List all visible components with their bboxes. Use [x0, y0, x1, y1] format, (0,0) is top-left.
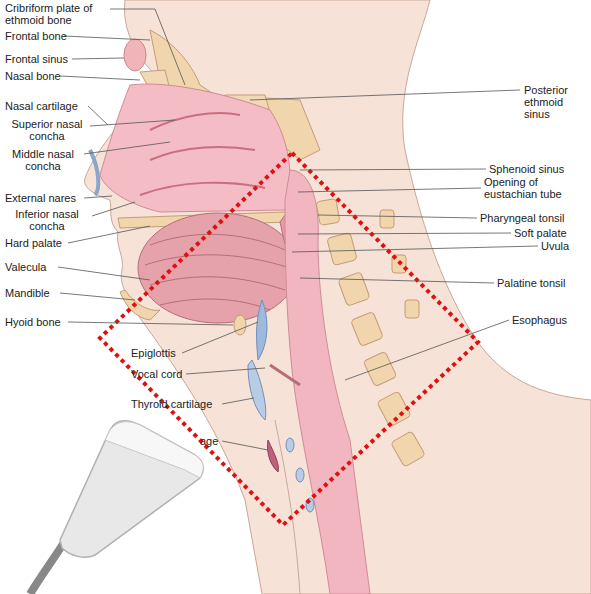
- part-label: Hyoid bone: [5, 316, 61, 328]
- part-label: Superior nasal concha: [3, 118, 91, 142]
- part-label: Opening of eustachian tube: [484, 176, 576, 200]
- part-label: Sphenoid sinus: [489, 163, 564, 175]
- part-label: Hard palate: [5, 237, 62, 249]
- part-label: Nasal bone: [5, 70, 61, 82]
- part-label: Esophagus: [512, 314, 567, 326]
- part-label: Mandible: [5, 287, 50, 299]
- part-label: Pharyngeal tonsil: [480, 212, 564, 224]
- part-label: Palatine tonsil: [497, 277, 566, 289]
- part-label: Middle nasal concha: [3, 148, 83, 172]
- part-label: age: [200, 435, 218, 447]
- part-label: Valecula: [5, 261, 46, 273]
- part-label: Soft palate: [514, 227, 567, 239]
- part-label: Frontal sinus: [5, 53, 68, 65]
- part-label: Thyroid cartilage: [131, 398, 212, 410]
- part-label: Inferior nasal concha: [3, 208, 91, 232]
- part-label: Epiglottis: [131, 347, 176, 359]
- part-label: Uvula: [541, 240, 569, 252]
- part-label: Frontal bone: [5, 30, 67, 42]
- part-label: Posterior ethmoid sinus: [524, 84, 584, 120]
- part-label: Nasal cartilage: [5, 100, 78, 112]
- part-label: Cribriform plate of ethmoid bone: [5, 2, 115, 26]
- part-label: Vocal cord: [131, 368, 182, 380]
- part-label: External nares: [5, 192, 76, 204]
